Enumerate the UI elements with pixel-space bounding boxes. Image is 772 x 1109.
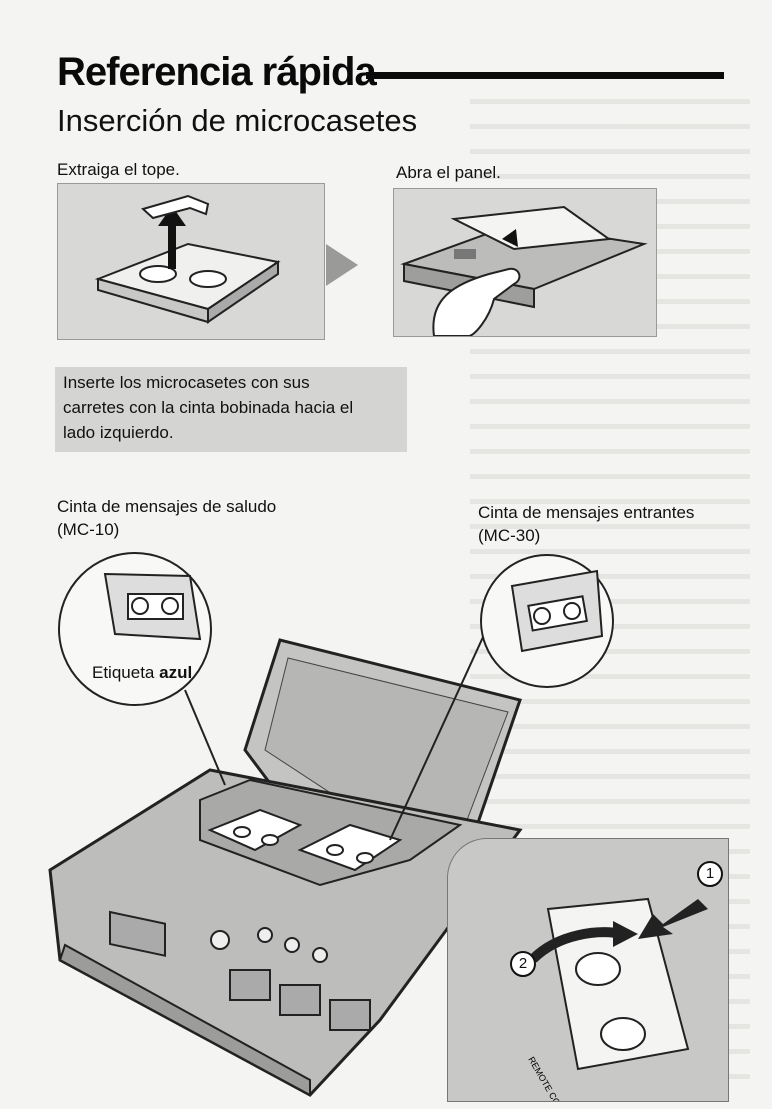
incoming-cassette-icon: [510, 569, 604, 653]
insertion-detail-inset: REMOTE CODE: [447, 838, 729, 1102]
greeting-tape-model: (MC-10): [57, 520, 120, 539]
page-subtitle: Inserción de microcasetes: [57, 103, 418, 138]
step2-caption: Abra el panel.: [396, 163, 501, 182]
instruction-line-3: lado izquierdo.: [63, 423, 174, 442]
step1-caption: Extraiga el tope.: [57, 160, 180, 179]
step2-illustration: [393, 188, 657, 337]
instruction-line-2: carretes con la cinta bobinada hacia el: [63, 398, 354, 417]
greeting-tape-name: Cinta de mensajes de saludo: [57, 497, 277, 516]
greeting-tape-magnifier: [58, 552, 212, 706]
insertion-instruction: Inserte los microcasetes con sus carrete…: [55, 367, 407, 452]
label-color: azul: [159, 663, 193, 682]
open-panel-illustration: [400, 205, 648, 337]
title-rule: [366, 72, 724, 79]
incoming-tape-caption: Cinta de mensajes entrantes (MC-30): [478, 501, 694, 547]
cassette-tab-illustration: [94, 194, 281, 324]
incoming-tape-model: (MC-30): [478, 526, 541, 545]
greeting-cassette-icon: [103, 572, 202, 641]
next-step-arrow-icon: [326, 244, 358, 286]
instruction-line-1: Inserte los microcasetes con sus: [63, 373, 310, 392]
answering-machine-illustration: [48, 599, 523, 1097]
step-marker-2: 2: [510, 951, 536, 977]
blue-label-caption: Etiqueta azul: [92, 663, 192, 683]
greeting-tape-caption: Cinta de mensajes de saludo (MC-10): [57, 495, 276, 541]
cassette-insertion-detail-icon: REMOTE CODE: [526, 897, 708, 1101]
step-marker-1: 1: [697, 861, 723, 887]
label-prefix: Etiqueta: [92, 663, 155, 682]
remote-code-label: REMOTE CODE: [526, 1055, 568, 1101]
incoming-tape-magnifier: [480, 554, 614, 688]
page-title: Referencia rápida: [57, 50, 377, 94]
step1-illustration: [57, 183, 325, 340]
incoming-tape-name: Cinta de mensajes entrantes: [478, 503, 695, 522]
